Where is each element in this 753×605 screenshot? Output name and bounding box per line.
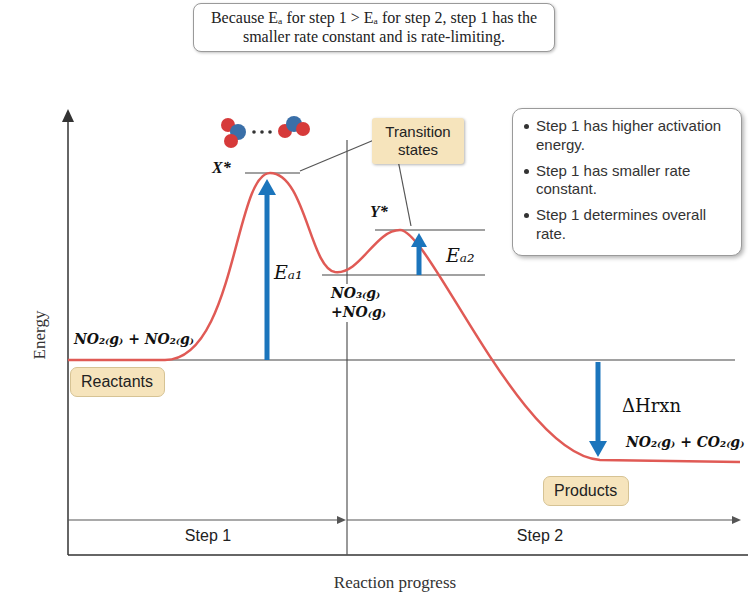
step-arrow <box>68 519 338 520</box>
activation-energy-label: Eₐ₂ <box>446 244 475 266</box>
step-arrowhead <box>732 516 741 524</box>
transition-state-label: X* <box>212 159 231 177</box>
enthalpy-arrow <box>596 362 601 443</box>
box-text: Products <box>554 481 618 501</box>
bullet-text: Step 1 has higher activation energy. <box>536 117 731 155</box>
activation-energy-label: Eₐ₁ <box>274 261 303 283</box>
bullet-dot <box>524 124 529 129</box>
axis-title: Reaction progress <box>334 573 456 593</box>
activation-arrowhead <box>411 233 427 247</box>
text-row: Transition states <box>378 123 458 159</box>
activated-complex <box>221 116 310 148</box>
bond-dot <box>260 130 264 134</box>
transition-states-box: Transition states <box>372 118 464 164</box>
notes-box: Step 1 has higher activation energy. Step… <box>512 108 742 256</box>
bullet-text: Step 1 has smaller rate constant. <box>536 162 731 200</box>
bullet-dot <box>524 169 529 174</box>
text-row: Step 1 determines overall rate. <box>523 206 731 244</box>
oxygen-atom <box>224 134 238 148</box>
enthalpy-arrowhead <box>589 441 607 457</box>
text-row: Step 1 has higher activation energy. <box>523 117 731 155</box>
activation-arrow <box>265 193 270 360</box>
text-row: Step 1 has smaller rate constant. <box>523 162 731 200</box>
enthalpy-label: ΔHrxn <box>622 395 681 416</box>
axis-arrowhead <box>62 109 74 122</box>
activation-arrow <box>417 245 422 275</box>
activation-arrowhead <box>258 179 276 195</box>
species-label: NO₃₍g₎ +NO₍g₎ <box>331 284 409 322</box>
step-label: Step 2 <box>517 527 563 545</box>
box-text: Because Eₐ for step 1 > Eₐ for step 2, s… <box>202 8 546 46</box>
species-label: NO₂₍g₎ + NO₂₍g₎ <box>74 331 194 347</box>
transition-level <box>375 229 485 230</box>
step-divider <box>346 140 347 555</box>
box-text: Transition states <box>378 123 458 159</box>
summary-box: Because Eₐ for step 1 > Eₐ for step 2, s… <box>193 3 555 52</box>
intermediate-level <box>322 274 485 275</box>
text-row: Products <box>554 481 618 501</box>
step-arrow <box>347 519 733 520</box>
species-label: NO₂₍g₎ + CO₂₍g₎ <box>626 434 744 450</box>
energy-curve <box>68 173 740 462</box>
box-text: Reactants <box>81 372 154 392</box>
bullet-dot <box>524 213 529 218</box>
products-box: Products <box>543 476 629 506</box>
leader-line <box>300 140 374 171</box>
axis-title: Energy <box>30 311 50 360</box>
leader-line <box>398 160 411 226</box>
step-label: Step 1 <box>185 527 231 545</box>
text-row: Reactants <box>81 372 154 392</box>
bond-dot <box>252 130 256 134</box>
reactants-box: Reactants <box>70 367 165 397</box>
bullet-text: Step 1 determines overall rate. <box>536 206 731 244</box>
energy-axis <box>67 121 69 555</box>
text-row: Because Eₐ for step 1 > Eₐ for step 2, s… <box>202 8 546 46</box>
bond-dot <box>268 130 272 134</box>
transition-state-label: Y* <box>370 203 388 221</box>
progress-axis <box>68 554 748 556</box>
step-arrowhead <box>337 516 346 524</box>
oxygen-atom <box>296 122 310 136</box>
